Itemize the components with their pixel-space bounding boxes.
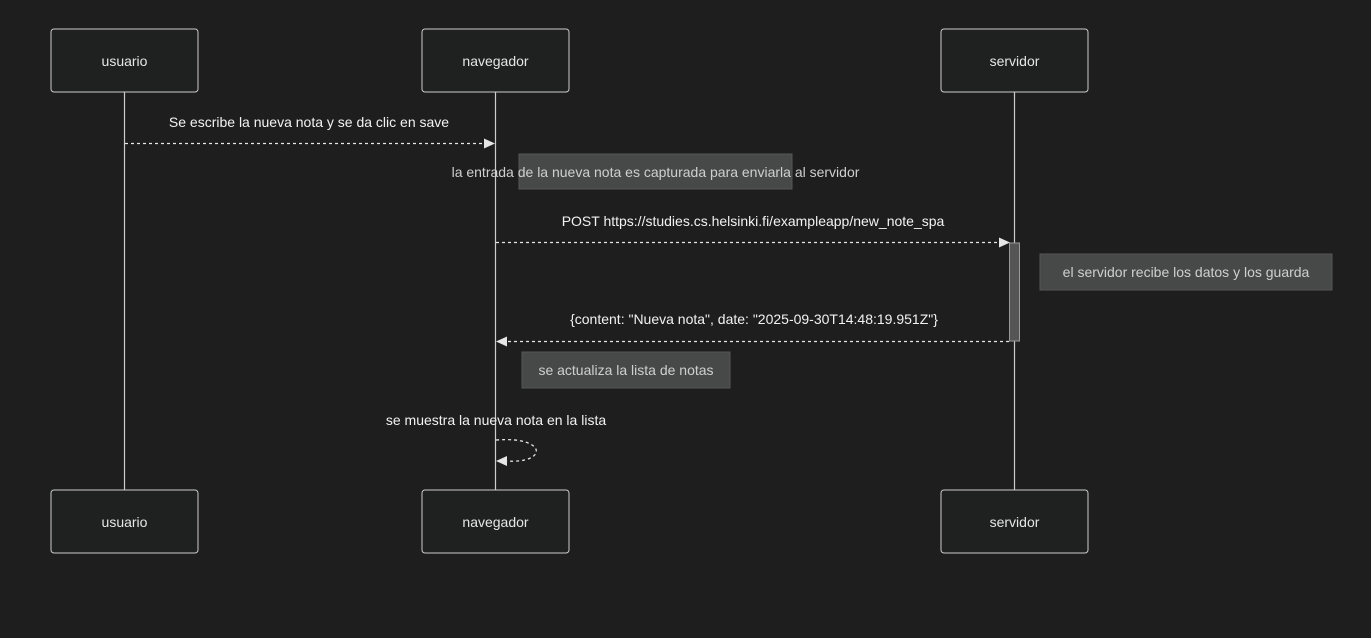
arrowhead-icon bbox=[496, 456, 507, 466]
message-label: Se escribe la nueva nota y se da clic en… bbox=[169, 114, 449, 130]
arrowhead-icon bbox=[484, 138, 495, 149]
activation-servidor bbox=[1009, 242, 1020, 342]
actor-navegador-bottom[interactable]: navegador bbox=[421, 489, 570, 554]
actor-label: usuario bbox=[102, 514, 148, 530]
actor-usuario-top[interactable]: usuario bbox=[50, 28, 199, 93]
actor-servidor-top[interactable]: servidor bbox=[940, 28, 1089, 93]
message-navegador-self: se muestra la nueva nota en la lista bbox=[386, 412, 606, 466]
note-label: el servidor recibe los datos y los guard… bbox=[1063, 264, 1310, 280]
arrowhead-icon bbox=[999, 237, 1010, 248]
note-servidor-guarda: el servidor recibe los datos y los guard… bbox=[1039, 253, 1333, 291]
actor-usuario-bottom[interactable]: usuario bbox=[50, 489, 199, 554]
actor-navegador-top[interactable]: navegador bbox=[421, 28, 570, 93]
actor-label: usuario bbox=[102, 53, 148, 69]
message-usuario-to-navegador: Se escribe la nueva nota y se da clic en… bbox=[125, 114, 495, 149]
message-servidor-to-navegador: {content: "Nueva nota", date: "2025-09-3… bbox=[496, 311, 1009, 347]
actor-label: servidor bbox=[990, 53, 1040, 69]
message-label: {content: "Nueva nota", date: "2025-09-3… bbox=[570, 311, 938, 327]
actor-label: navegador bbox=[462, 53, 529, 69]
actor-label: navegador bbox=[462, 514, 529, 530]
actor-servidor-bottom[interactable]: servidor bbox=[940, 489, 1089, 554]
note-label: la entrada de la nueva nota es capturada… bbox=[452, 164, 860, 180]
actor-label: servidor bbox=[990, 514, 1040, 530]
note-actualiza-lista: se actualiza la lista de notas bbox=[521, 351, 731, 389]
message-navegador-to-servidor: POST https://studies.cs.helsinki.fi/exam… bbox=[496, 213, 1010, 248]
arrowhead-icon bbox=[496, 336, 507, 347]
note-label: se actualiza la lista de notas bbox=[538, 362, 713, 378]
message-label: se muestra la nueva nota en la lista bbox=[386, 412, 606, 428]
message-label: POST https://studies.cs.helsinki.fi/exam… bbox=[562, 213, 945, 229]
note-captura-entrada: la entrada de la nueva nota es capturada… bbox=[452, 153, 860, 190]
